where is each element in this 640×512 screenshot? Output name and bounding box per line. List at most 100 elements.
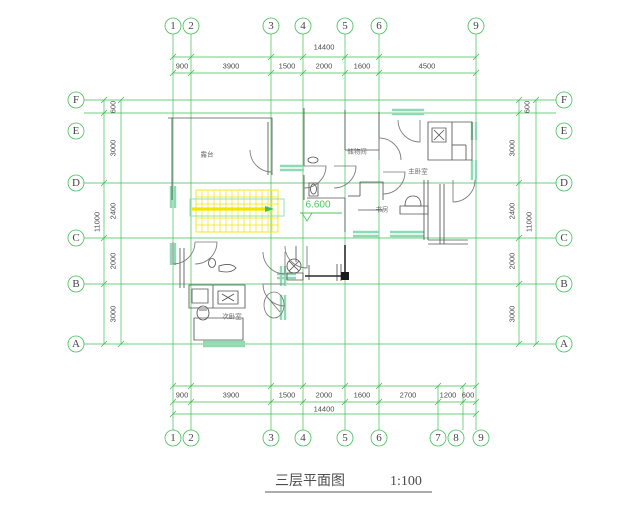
grid-bubble-label: 6	[376, 20, 382, 32]
grid-bubble-bottom-8[interactable]: 8	[447, 429, 465, 447]
drawing-scale: 1:100	[390, 474, 422, 489]
door-swing	[172, 241, 196, 265]
grid-bubble-bottom-9[interactable]: 9	[472, 429, 490, 447]
dimension-seg-bottom-3: 1500	[279, 391, 296, 400]
door-swings	[172, 119, 476, 319]
furniture-bed	[431, 127, 447, 143]
furniture-chair	[196, 305, 210, 321]
elevation-triangle	[301, 212, 313, 222]
title-block: 三层平面图 1:100	[265, 474, 432, 493]
grid-bubble-label: 5	[342, 20, 348, 32]
grid-bubble-label: 1	[170, 432, 176, 444]
grid-bubbles-right: F E D C B A	[555, 91, 573, 353]
dimension-seg-top-6: 4500	[419, 62, 436, 71]
grid-bubble-label: D	[560, 177, 568, 189]
grid-bubbles-top: 1 2 3 4 5 6 9	[164, 17, 485, 35]
grid-bubble-label: E	[561, 125, 568, 137]
entry-wall	[305, 245, 346, 277]
dimension-seg-top-1: 900	[176, 62, 189, 71]
dimension-total-right: 11000	[525, 212, 534, 232]
dimension-chain-left: 600 3000 2400 2000 3000 11000	[93, 96, 125, 348]
grid-bubble-right-F[interactable]: F	[555, 91, 573, 109]
grid-bubble-label: F	[73, 94, 79, 106]
door-swing	[333, 165, 357, 189]
drawing-title: 三层平面图	[275, 474, 345, 489]
grid-bubble-left-C[interactable]: C	[67, 229, 85, 247]
grid-bubble-label: C	[72, 232, 79, 244]
dimension-seg-left-3: 2400	[109, 203, 118, 220]
grid-bubble-label: C	[560, 232, 567, 244]
grid-bubble-bottom-1[interactable]: 1	[164, 429, 182, 447]
door-swing	[249, 149, 273, 173]
grid-bubble-right-E[interactable]: E	[555, 122, 573, 140]
grid-bubble-bottom-7[interactable]: 7	[429, 429, 447, 447]
dimension-total-top: 14400	[314, 43, 335, 52]
dimension-seg-right-4: 2000	[508, 253, 517, 270]
dimension-seg-bottom-6: 2700	[400, 391, 417, 400]
room-label-storage-room: 储物间	[347, 147, 367, 156]
door-swing	[452, 179, 476, 203]
furniture-toilet	[308, 182, 319, 197]
grid-bubble-bottom-6[interactable]: 6	[370, 429, 388, 447]
grid-bubble-right-C[interactable]: C	[555, 229, 573, 247]
dimension-seg-bottom-5: 1600	[354, 391, 371, 400]
furniture-bed	[217, 290, 239, 305]
grid-bubble-left-E[interactable]: E	[67, 122, 85, 140]
grid-bubble-label: 8	[453, 432, 459, 444]
dimension-seg-top-4: 2000	[316, 62, 333, 71]
grid-bubble-label: 2	[188, 20, 194, 32]
dimension-total-left: 11000	[93, 212, 102, 232]
grid-bubble-right-A[interactable]: A	[555, 335, 573, 353]
grid-bubble-label: 4	[300, 20, 306, 32]
grid-bubble-bottom-4[interactable]: 4	[294, 429, 312, 447]
grid-bubble-label: B	[72, 278, 79, 290]
grid-bubble-bottom-3[interactable]: 3	[262, 429, 280, 447]
grid-bubble-label: 7	[435, 432, 441, 444]
dimension-total-bottom: 14400	[314, 405, 335, 414]
furniture-detail	[433, 129, 445, 141]
secondary-suite-outline	[188, 284, 246, 309]
dimension-seg-bottom-2: 3900	[223, 391, 240, 400]
grid-bubble-top-3[interactable]: 3	[262, 17, 280, 35]
furniture-detail	[221, 293, 235, 302]
furniture-bath	[191, 288, 209, 304]
grid-bubble-right-B[interactable]: B	[555, 275, 573, 293]
grid-bubble-top-6[interactable]: 6	[370, 17, 388, 35]
grid-bubble-label: A	[72, 338, 80, 350]
door-swing	[378, 137, 402, 161]
grid-bubble-top-5[interactable]: 5	[336, 17, 354, 35]
grid-bubble-bottom-2[interactable]: 2	[182, 429, 200, 447]
room-label-terrace: 露台	[201, 150, 214, 159]
grid-bubbles-bottom: 1 2 3 4 5 6 7 8	[164, 429, 490, 447]
grid-bubble-label: A	[560, 338, 568, 350]
dimension-seg-right-1: 600	[523, 101, 532, 114]
door-swing	[303, 165, 327, 189]
dimension-seg-top-5: 1600	[354, 62, 371, 71]
dimension-seg-bottom-8: 600	[462, 391, 475, 400]
partition-wall	[359, 181, 384, 200]
grid-bubble-top-2[interactable]: 2	[182, 17, 200, 35]
grid-bubble-bottom-5[interactable]: 5	[336, 429, 354, 447]
grid-bubble-top-9[interactable]: 9	[467, 17, 485, 35]
dimension-seg-bottom-4: 2000	[316, 391, 333, 400]
room-labels: 露台 储物间 主卧室 书房 次卧室	[201, 147, 429, 321]
elevation-value: 6.600	[305, 200, 330, 211]
grid-bubble-top-4[interactable]: 4	[294, 17, 312, 35]
room-label-master-bedroom: 主卧室	[408, 167, 428, 176]
grid-bubble-right-D[interactable]: D	[555, 174, 573, 192]
dimension-seg-left-5: 3000	[109, 306, 118, 323]
grid-bubble-left-B[interactable]: B	[67, 275, 85, 293]
furniture-detail	[288, 260, 300, 272]
grid-bubble-left-A[interactable]: A	[67, 335, 85, 353]
grid-bubble-label: 4	[300, 432, 306, 444]
elevation-marker: 6.600	[300, 200, 342, 222]
grid-bubble-label: E	[73, 125, 80, 137]
grid-bubble-left-D[interactable]: D	[67, 174, 85, 192]
grid-bubble-top-1[interactable]: 1	[164, 17, 182, 35]
furniture-counter	[399, 205, 429, 215]
dimension-seg-top-2: 3900	[223, 62, 240, 71]
door-detail	[267, 297, 281, 313]
grid-bubble-left-F[interactable]: F	[67, 91, 85, 109]
